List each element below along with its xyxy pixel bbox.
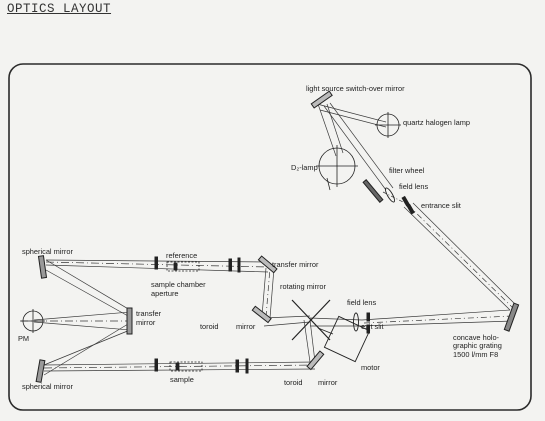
toroid-mirror-top xyxy=(251,305,272,324)
spherical-mirror-top xyxy=(37,255,48,279)
label-filter-wheel: filter wheel xyxy=(389,166,425,175)
toroid-mirror-bottom xyxy=(306,350,325,371)
motor xyxy=(317,315,371,363)
label-aperture: aperture xyxy=(151,289,179,298)
filter-wheel xyxy=(362,179,384,203)
label-quartz-halogen-lamp: quartz halogen lamp xyxy=(403,118,470,127)
label-motor: motor xyxy=(361,363,380,372)
diagram-frame xyxy=(8,63,532,411)
transfer-mirror-left xyxy=(126,307,133,335)
entrance-slit xyxy=(401,195,415,215)
label-mirror-top: mirror xyxy=(236,322,256,331)
label-entrance-slit: entrance slit xyxy=(421,201,461,210)
label-toroid-bottom: toroid xyxy=(284,378,303,387)
label-transfer-mirror-top: transfer mirror xyxy=(272,260,319,269)
page-title: OPTICS LAYOUT xyxy=(7,2,112,16)
d2-lamp xyxy=(316,145,358,191)
label-field-lens-mid: field lens xyxy=(347,298,376,307)
field-lens-mid xyxy=(353,312,359,332)
label-grating-3: 1500 l/mm F8 xyxy=(453,350,498,359)
rotating-mirror xyxy=(291,299,331,341)
switch-over-mirror xyxy=(310,90,333,109)
quartz-halogen-lamp xyxy=(375,112,401,138)
label-field-lens-top: field lens xyxy=(399,182,428,191)
label-grating-2: graphic grating xyxy=(453,341,502,350)
label-mirror-bottom: mirror xyxy=(318,378,338,387)
transfer-mirror-top xyxy=(257,255,278,274)
spherical-mirror-bottom xyxy=(35,359,46,383)
label-spherical-mirror-top: spherical mirror xyxy=(22,247,73,256)
sample-cell xyxy=(169,361,203,372)
label-spherical-mirror-bottom: spherical mirror xyxy=(22,382,73,391)
beam-paths xyxy=(20,102,519,376)
concave-grating xyxy=(503,302,520,332)
bottom-apertures xyxy=(154,358,249,374)
label-rotating-mirror: rotating mirror xyxy=(280,282,327,291)
top-apertures xyxy=(154,256,241,273)
reference-cell xyxy=(166,261,200,272)
label-grating-1: concave holo- xyxy=(453,333,500,342)
label-d2-lamp: D₂-lamp xyxy=(291,163,318,172)
label-pm: PM xyxy=(18,334,29,343)
label-reference: reference xyxy=(166,251,197,260)
label-exit-slit: exit slit xyxy=(361,322,384,331)
label-transfer-left-1: transfer xyxy=(136,309,162,318)
label-toroid-top: toroid xyxy=(200,322,219,331)
photomultiplier xyxy=(21,309,45,333)
field-lens-top xyxy=(385,187,395,203)
label-sample-chamber: sample chamber xyxy=(151,280,206,289)
label-transfer-left-2: mirror xyxy=(136,318,156,327)
label-light-source-switch: light source switch-over mirror xyxy=(306,84,405,93)
label-sample: sample xyxy=(170,375,194,384)
